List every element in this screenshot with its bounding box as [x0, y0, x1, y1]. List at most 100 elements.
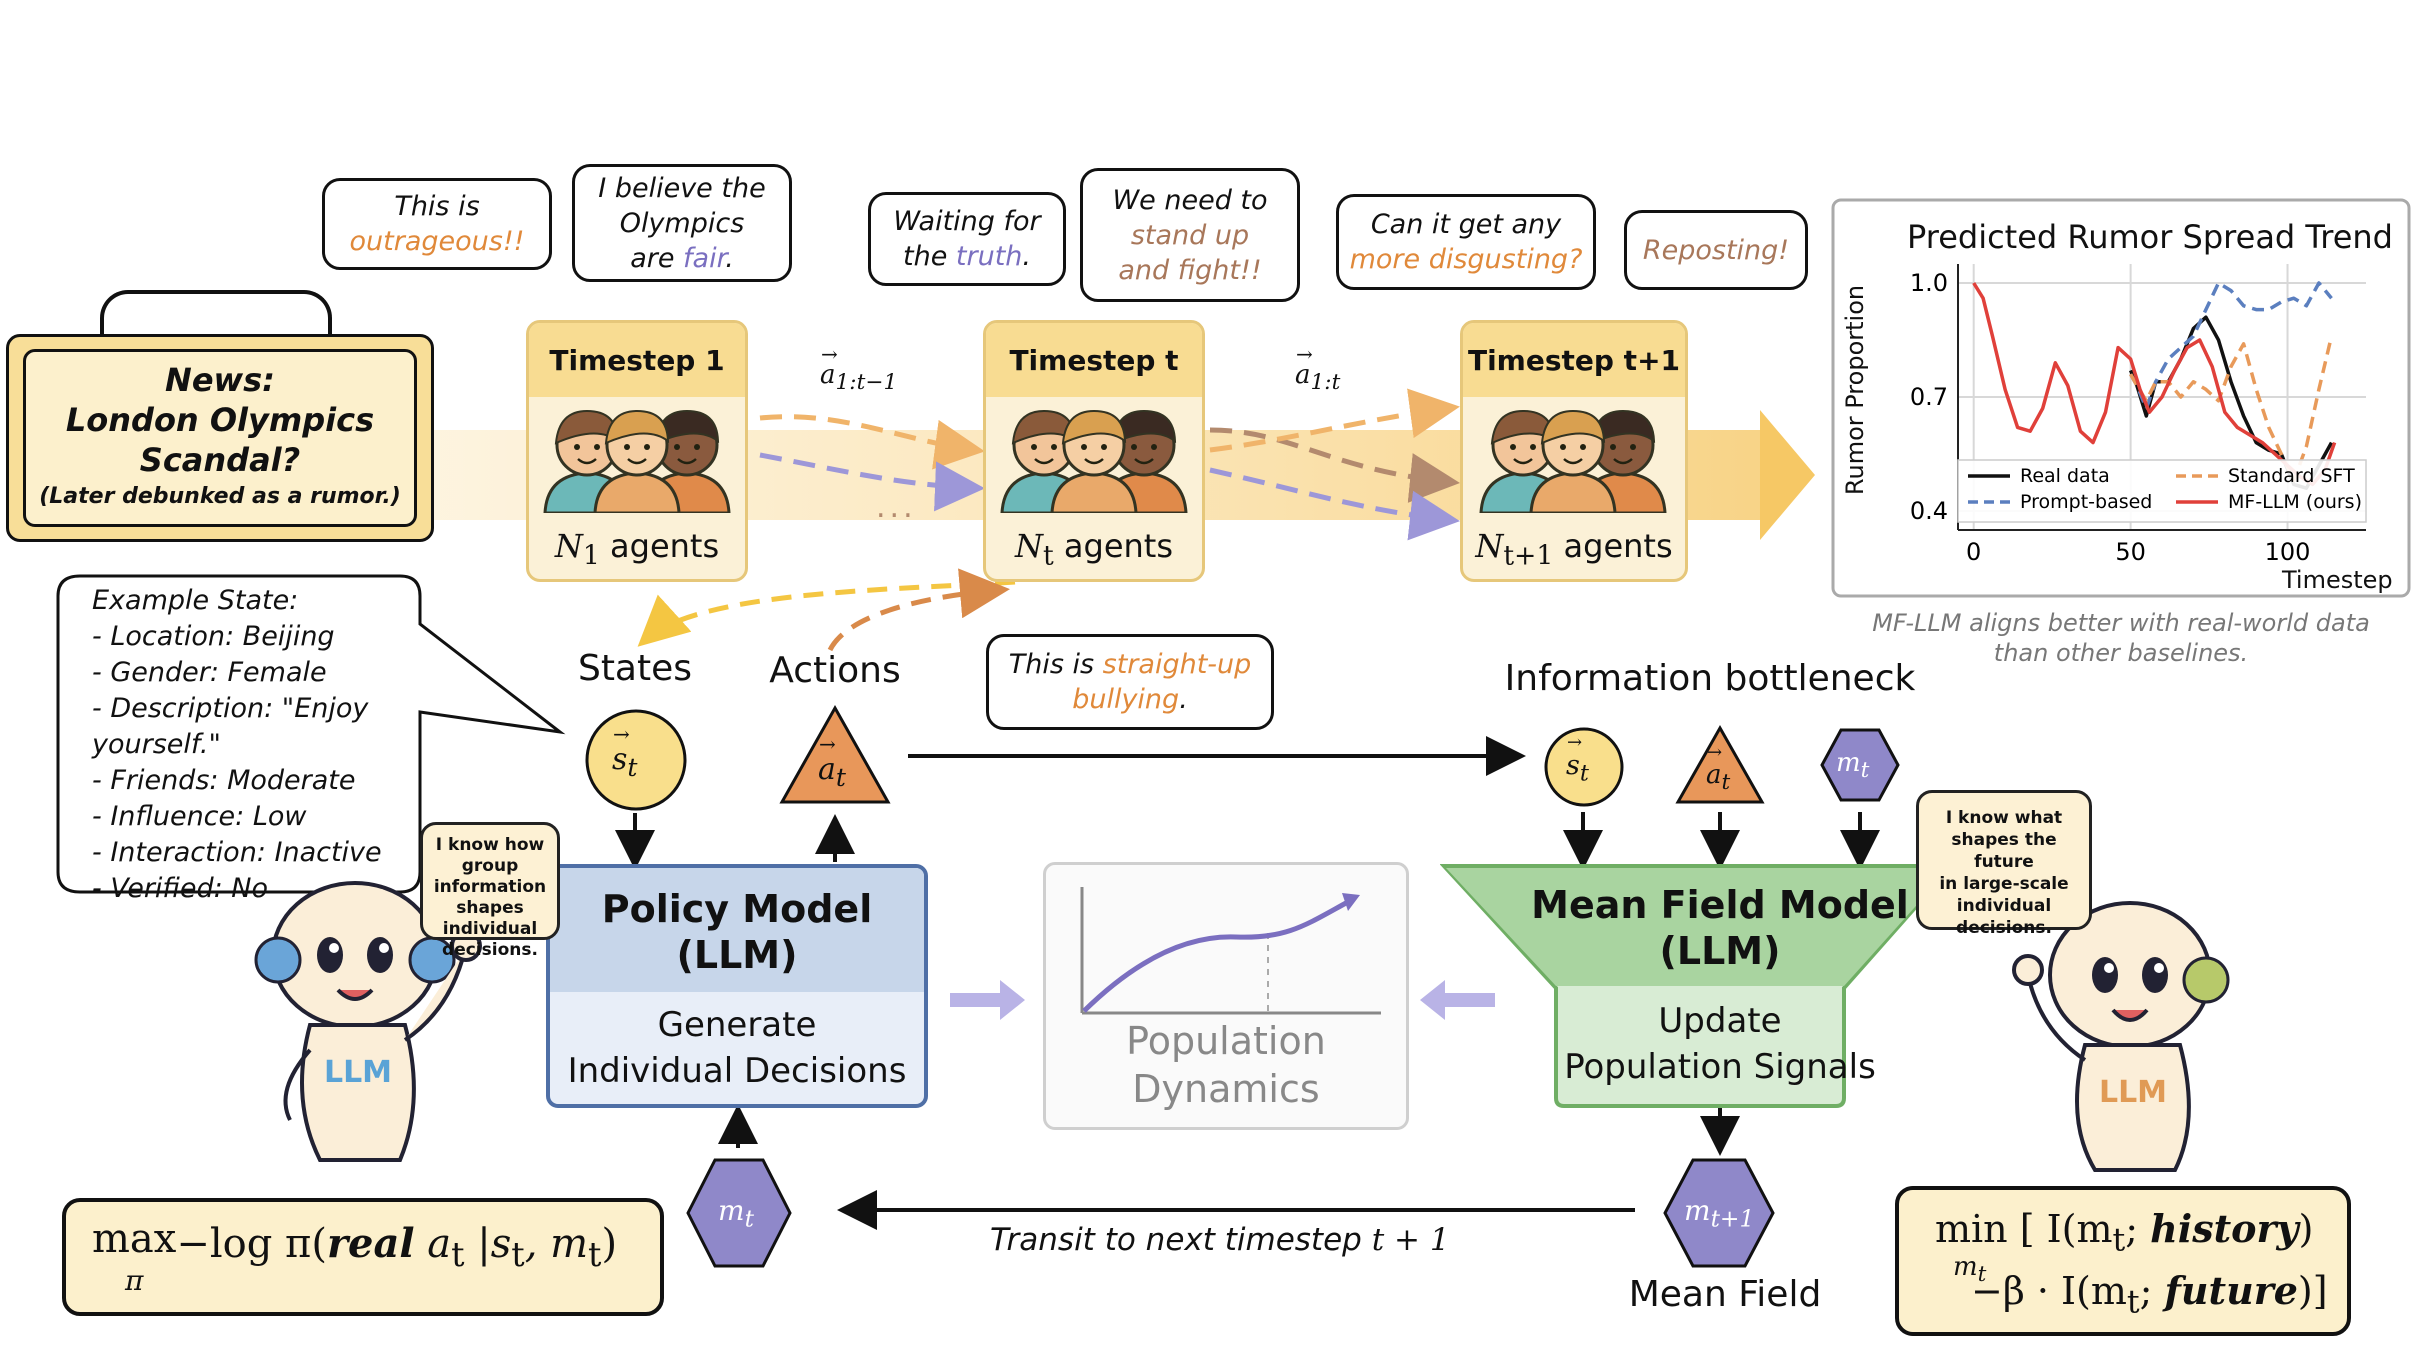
mean-field-t-hexagon [686, 1158, 792, 1268]
example-state-line: - Influence: Low [92, 801, 307, 832]
action-history-label-1: a→1:t−1 [820, 342, 898, 396]
news-title-2: London Olympics [65, 401, 375, 439]
chart-x-tick-label: 100 [2265, 538, 2311, 566]
flow-arrow-purple-1 [759, 452, 985, 512]
news-inner: News: London Olympics Scandal? (Later de… [23, 349, 417, 527]
mean-field-body: Update Population Signals [1556, 998, 1884, 1090]
bubble-highlight: Reposting! [1642, 234, 1790, 266]
bubble-text: are fair. [630, 242, 734, 274]
mean-field-objective-formula: min [ I(mt; history) mt −β · I(mt; futur… [1895, 1186, 2351, 1336]
example-state-line: - Friends: Moderate [92, 765, 356, 796]
population-label: Population Dynamics [1126, 1019, 1326, 1111]
bubble-outrageous: This is outrageous!! [322, 178, 552, 270]
news-clip [100, 290, 332, 350]
policy-model-box: Policy Model (LLM) Generate Individual D… [546, 864, 928, 1108]
bubble-text: bullying. [1072, 684, 1188, 715]
robot-left-bubble: I know how group information shapes indi… [420, 822, 560, 960]
mean-field-model-box [1440, 864, 1957, 1108]
agents-count: Nt agents [1015, 526, 1173, 571]
mean-field-desc: Update [1658, 1001, 1782, 1041]
llm-robot-right: LLM [2012, 901, 2230, 1172]
meanfield-to-population-arrow [1420, 980, 1495, 1020]
chart-caption: MF-LLM aligns better with real-world dat… [1872, 609, 2370, 667]
bubble-text: Olympics [619, 207, 745, 239]
mean-field-header: Mean Field Model (LLM) [1510, 882, 1930, 974]
bubble-text: Waiting for [893, 206, 1041, 237]
timestep-title: Timestep t+1 [1463, 323, 1685, 397]
agents-count: N1 agents [554, 526, 720, 571]
bubble-text: We need to [1112, 184, 1268, 216]
example-state-line: - Verified: No [92, 873, 269, 904]
bottleneck-state-symbol: s→t [1566, 732, 1589, 787]
policy-desc: Generate [657, 1005, 817, 1045]
bubble-olympics-fair: I believe the Olympics are fair. [572, 164, 792, 282]
bubble-highlight: stand up [1130, 219, 1250, 251]
example-state-line: - Gender: Female [92, 657, 327, 688]
mean-field-t1-hexagon [1663, 1158, 1775, 1268]
example-state-line: yourself." [92, 729, 221, 760]
chart-series-line [1972, 282, 2337, 487]
mt-symbol: mt [718, 1194, 754, 1233]
bubble-text: the truth. [903, 241, 1031, 272]
chart-y-tick-label: 0.4 [1910, 497, 1948, 525]
flow-arrow-purple-2 [1209, 467, 1460, 541]
policy-desc: Individual Decisions [567, 1051, 907, 1091]
chart-x-tick-label: 0 [1966, 538, 1981, 566]
timestep-title: Timestep t [986, 323, 1202, 397]
transit-label: Transit to next timestep t + 1 [990, 1222, 1450, 1258]
example-state-line: - Description: "Enjoy [92, 693, 369, 724]
population-curve-icon [1080, 887, 1381, 1015]
chart-legend-label: Prompt-based [2020, 491, 2152, 513]
agent-person-icon [1050, 409, 1138, 513]
chart-xlabel: Timestep [2282, 566, 2393, 594]
chart-y-tick-label: 0.7 [1910, 383, 1948, 411]
timestep-1: Timestep 1 N1 agents [526, 320, 748, 582]
agents-group-icon [543, 409, 731, 513]
bottleneck-action-triangle [1675, 724, 1765, 804]
chart-x-tick-label: 50 [2115, 538, 2146, 566]
news-box: News: London Olympics Scandal? (Later de… [6, 334, 434, 542]
example-state-title: Example State: [92, 585, 299, 616]
state-symbol: s→t [612, 722, 638, 782]
action-history-label-2: a→1:t [1295, 342, 1341, 396]
state-circle [585, 709, 687, 811]
bottleneck-m-symbol: mt [1836, 748, 1870, 784]
agent-person-icon [593, 409, 681, 513]
policy-to-population-arrow [950, 980, 1025, 1020]
bubble-highlight: outrageous!! [349, 226, 525, 257]
information-bottleneck-label: Information bottleneck [1504, 658, 1916, 699]
flow-arrow-brown-2 [1209, 427, 1460, 503]
bottleneck-action-symbol: a→t [1706, 742, 1731, 796]
mean-field-title: Mean Field Model [1531, 883, 1909, 927]
mean-field-desc: Population Signals [1564, 1047, 1876, 1087]
robot-right-bubble: I know what shapes the future in large-s… [1916, 790, 2092, 938]
policy-model-body: Generate Individual Decisions [550, 992, 924, 1094]
robot-badge: LLM [2099, 1075, 2167, 1110]
policy-title: Policy Model [601, 887, 873, 931]
example-state-line: - Location: Beijing [92, 621, 335, 652]
bubble-stand-up: We need to stand up and fight!! [1080, 168, 1300, 302]
policy-model-header: Policy Model (LLM) [550, 868, 924, 992]
chart-y-tick-label: 1.0 [1910, 269, 1948, 297]
news-title-3: Scandal? [139, 441, 301, 479]
llm-robot-left: LLM [254, 881, 482, 1162]
flow-band-arrowhead [1760, 410, 1815, 540]
robot-badge: LLM [324, 1055, 392, 1090]
bubble-disgusting: Can it get any more disgusting? [1336, 194, 1596, 290]
action-feedback-arrow [827, 568, 1010, 652]
states-label: States [577, 648, 693, 689]
chart-ylabel: Rumor Proportion [1841, 284, 1869, 496]
bubble-bullying: This is straight-up bullying. [986, 634, 1274, 730]
agent-person-icon [1529, 409, 1617, 513]
action-symbol: a→t [818, 732, 846, 792]
agents-group-icon [1479, 409, 1667, 513]
bubble-text: This is straight-up [1008, 649, 1252, 680]
bottleneck-mean-field-hexagon [1820, 728, 1900, 802]
timestep-t-plus-1: Timestep t+1 Nt+1 agents [1460, 320, 1688, 582]
action-triangle [779, 704, 891, 804]
example-state-bubble-shape [56, 574, 566, 894]
bubble-reposting: Reposting! [1624, 210, 1808, 290]
chart-legend-label: MF-LLM (ours) [2228, 491, 2362, 513]
